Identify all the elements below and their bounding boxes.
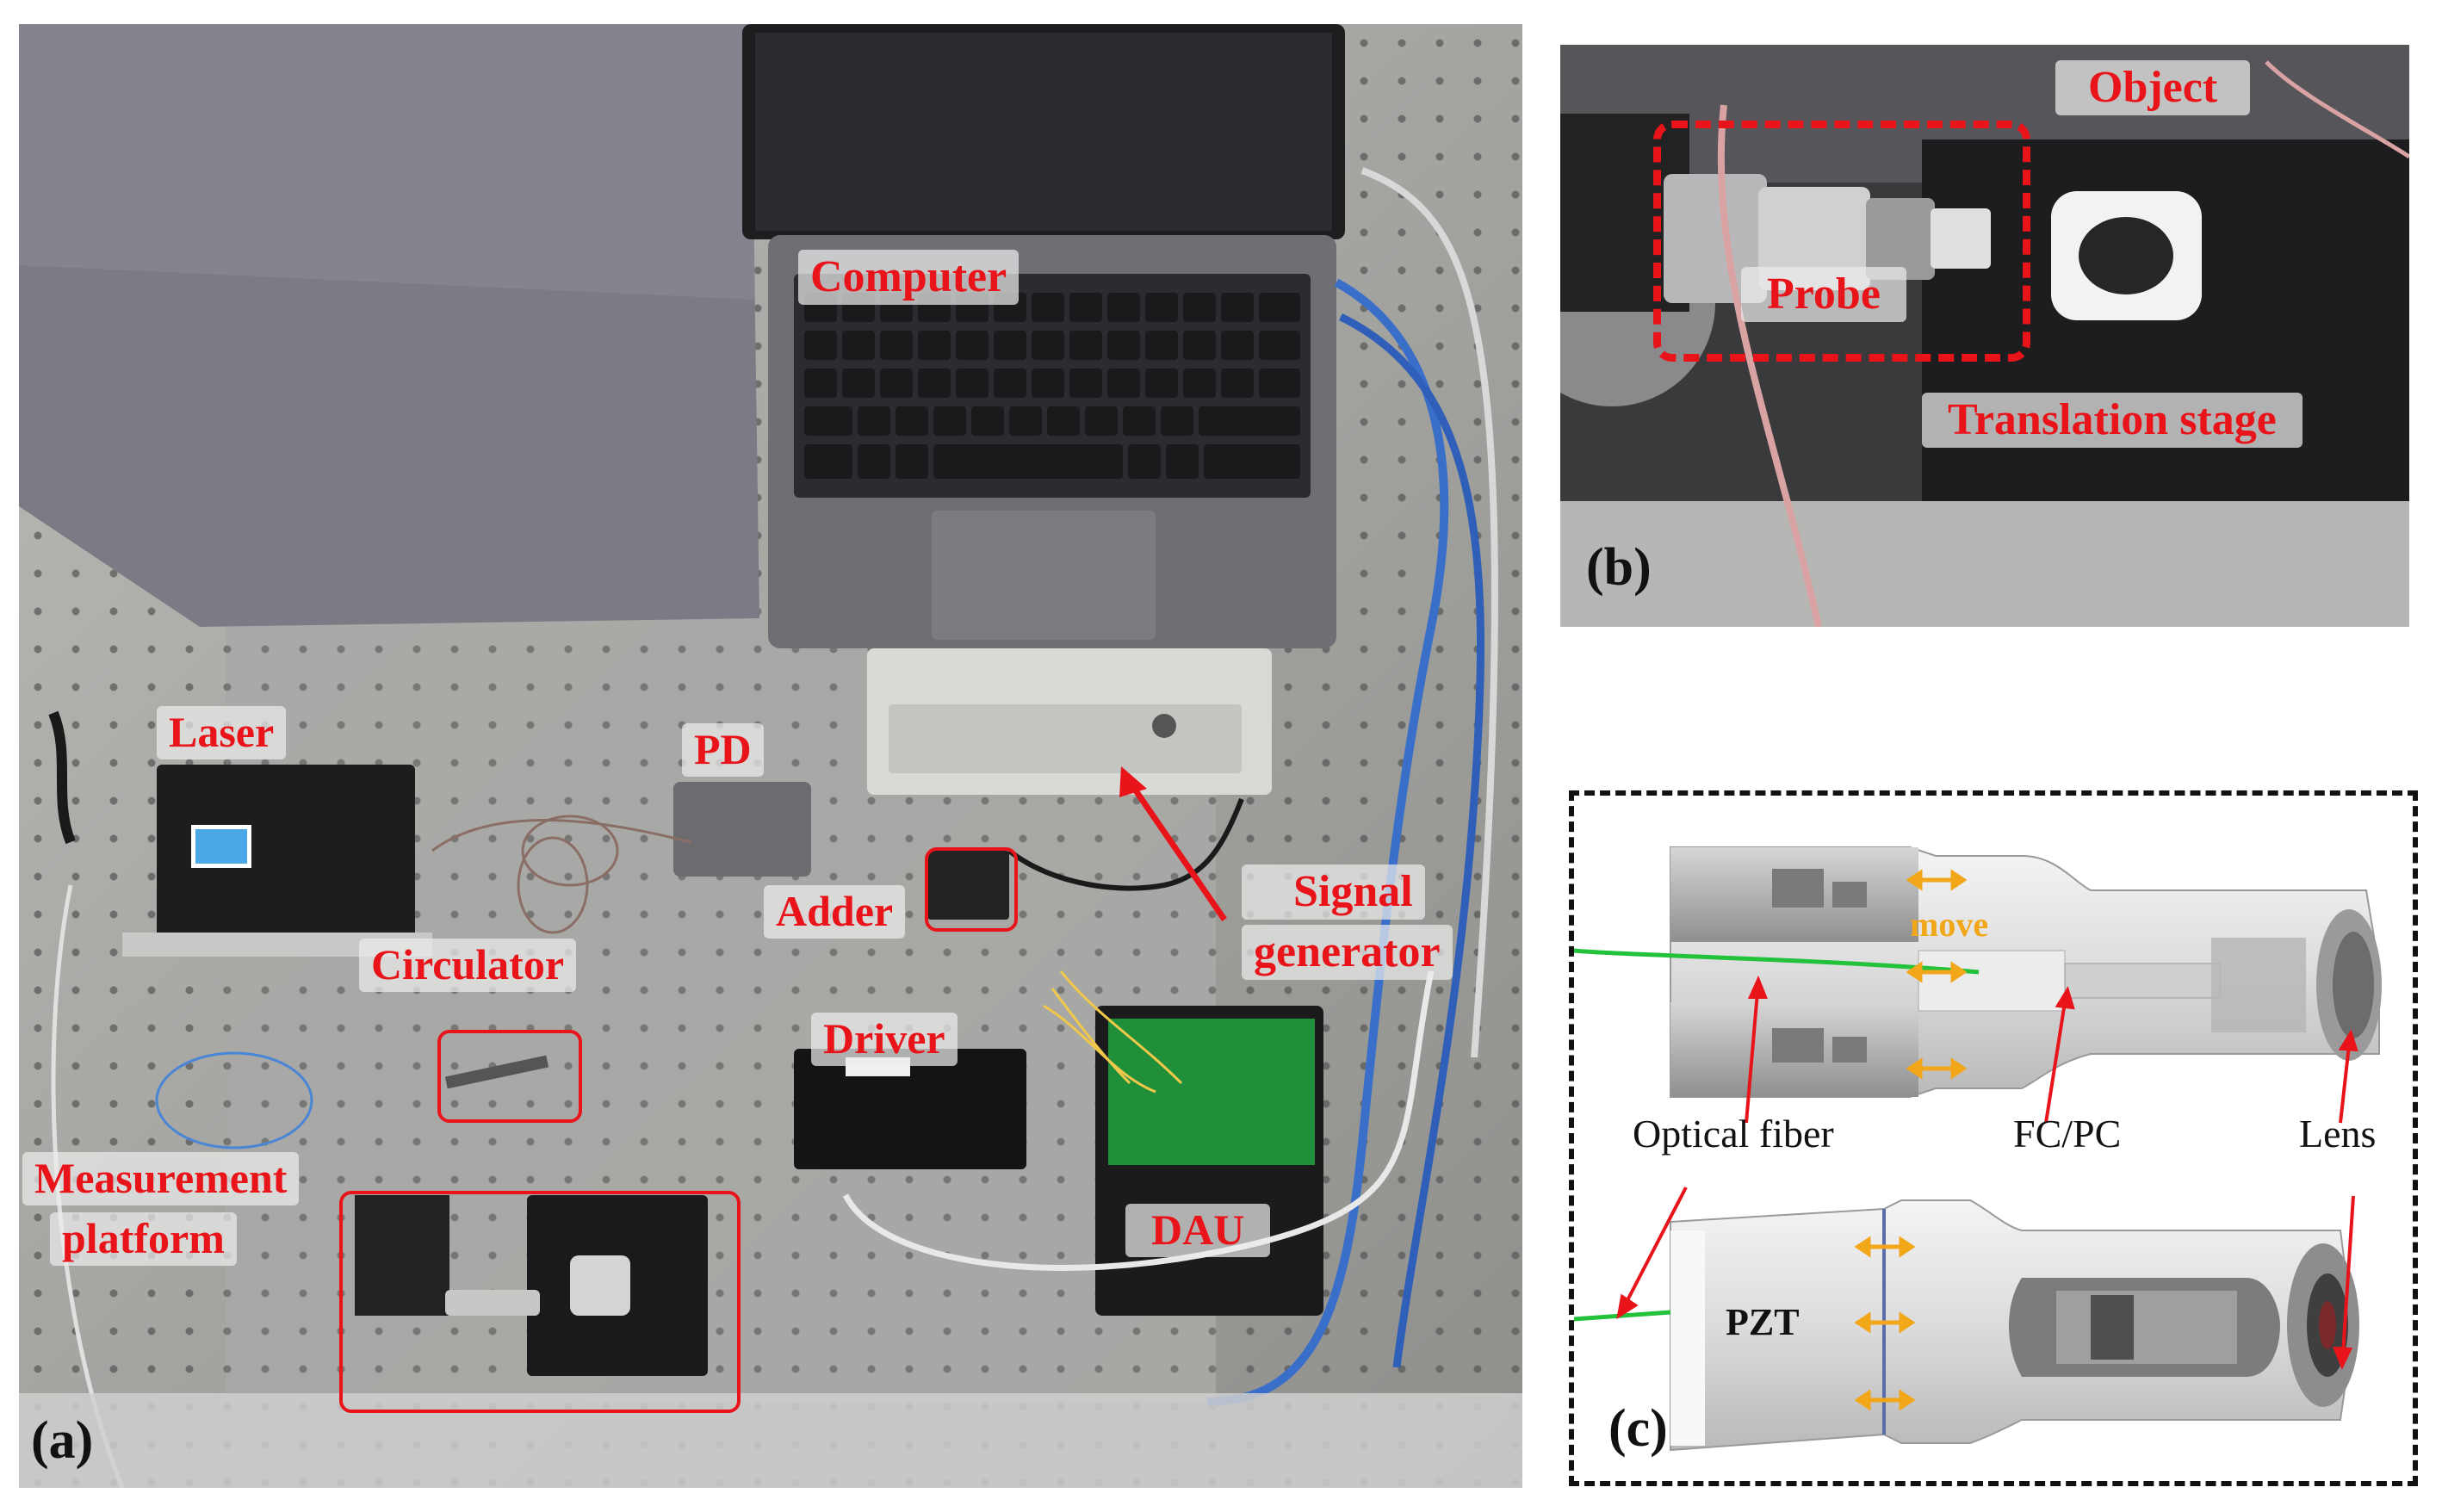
label-pd: PD bbox=[682, 723, 764, 777]
circulator-highlight-box bbox=[437, 1030, 582, 1123]
adder-highlight-box bbox=[925, 847, 1018, 932]
label-signal-generator-line2: generator bbox=[1242, 925, 1453, 980]
label-measurement-line1: Measurement bbox=[22, 1152, 300, 1205]
label-circulator: Circulator bbox=[359, 939, 577, 992]
label-lens: Lens bbox=[2299, 1112, 2377, 1156]
label-probe: Probe bbox=[1741, 267, 1906, 322]
label-translation-stage: Translation stage bbox=[1922, 393, 2303, 448]
panel-a-tag: (a) bbox=[31, 1411, 94, 1470]
label-object: Object bbox=[2055, 60, 2251, 115]
probe-cutaway-illustration bbox=[1574, 846, 2382, 1452]
measurement-platform-highlight-box bbox=[339, 1191, 741, 1413]
panel-a-photo: Computer Laser PD Adder Signal generator… bbox=[19, 24, 1522, 1488]
label-pzt: PZT bbox=[1726, 1301, 1800, 1343]
label-fc-pc: FC/PC bbox=[2013, 1112, 2122, 1156]
label-laser: Laser bbox=[157, 706, 287, 759]
label-dau: DAU bbox=[1125, 1204, 1271, 1257]
label-signal-generator-line1: Signal bbox=[1242, 864, 1425, 920]
label-adder: Adder bbox=[764, 885, 906, 939]
label-driver: Driver bbox=[811, 1013, 958, 1066]
panel-b-photo: Object Probe Translation stage (b) bbox=[1560, 45, 2409, 627]
panel-c-diagram: move Optical fiber FC/PC Lens PZT (c) bbox=[1569, 790, 2418, 1486]
label-optical-fiber: Optical fiber bbox=[1633, 1112, 1834, 1156]
lab-setup-photo bbox=[19, 24, 1522, 1488]
probe-closeup-photo bbox=[1560, 45, 2409, 627]
label-computer: Computer bbox=[798, 250, 1020, 305]
panel-c-tag: (c) bbox=[1608, 1399, 1668, 1458]
label-measurement-line2: platform bbox=[50, 1212, 237, 1266]
probe-highlight-box bbox=[1653, 121, 2030, 362]
panel-b-tag: (b) bbox=[1586, 538, 1652, 597]
label-move: move bbox=[1910, 905, 1989, 944]
